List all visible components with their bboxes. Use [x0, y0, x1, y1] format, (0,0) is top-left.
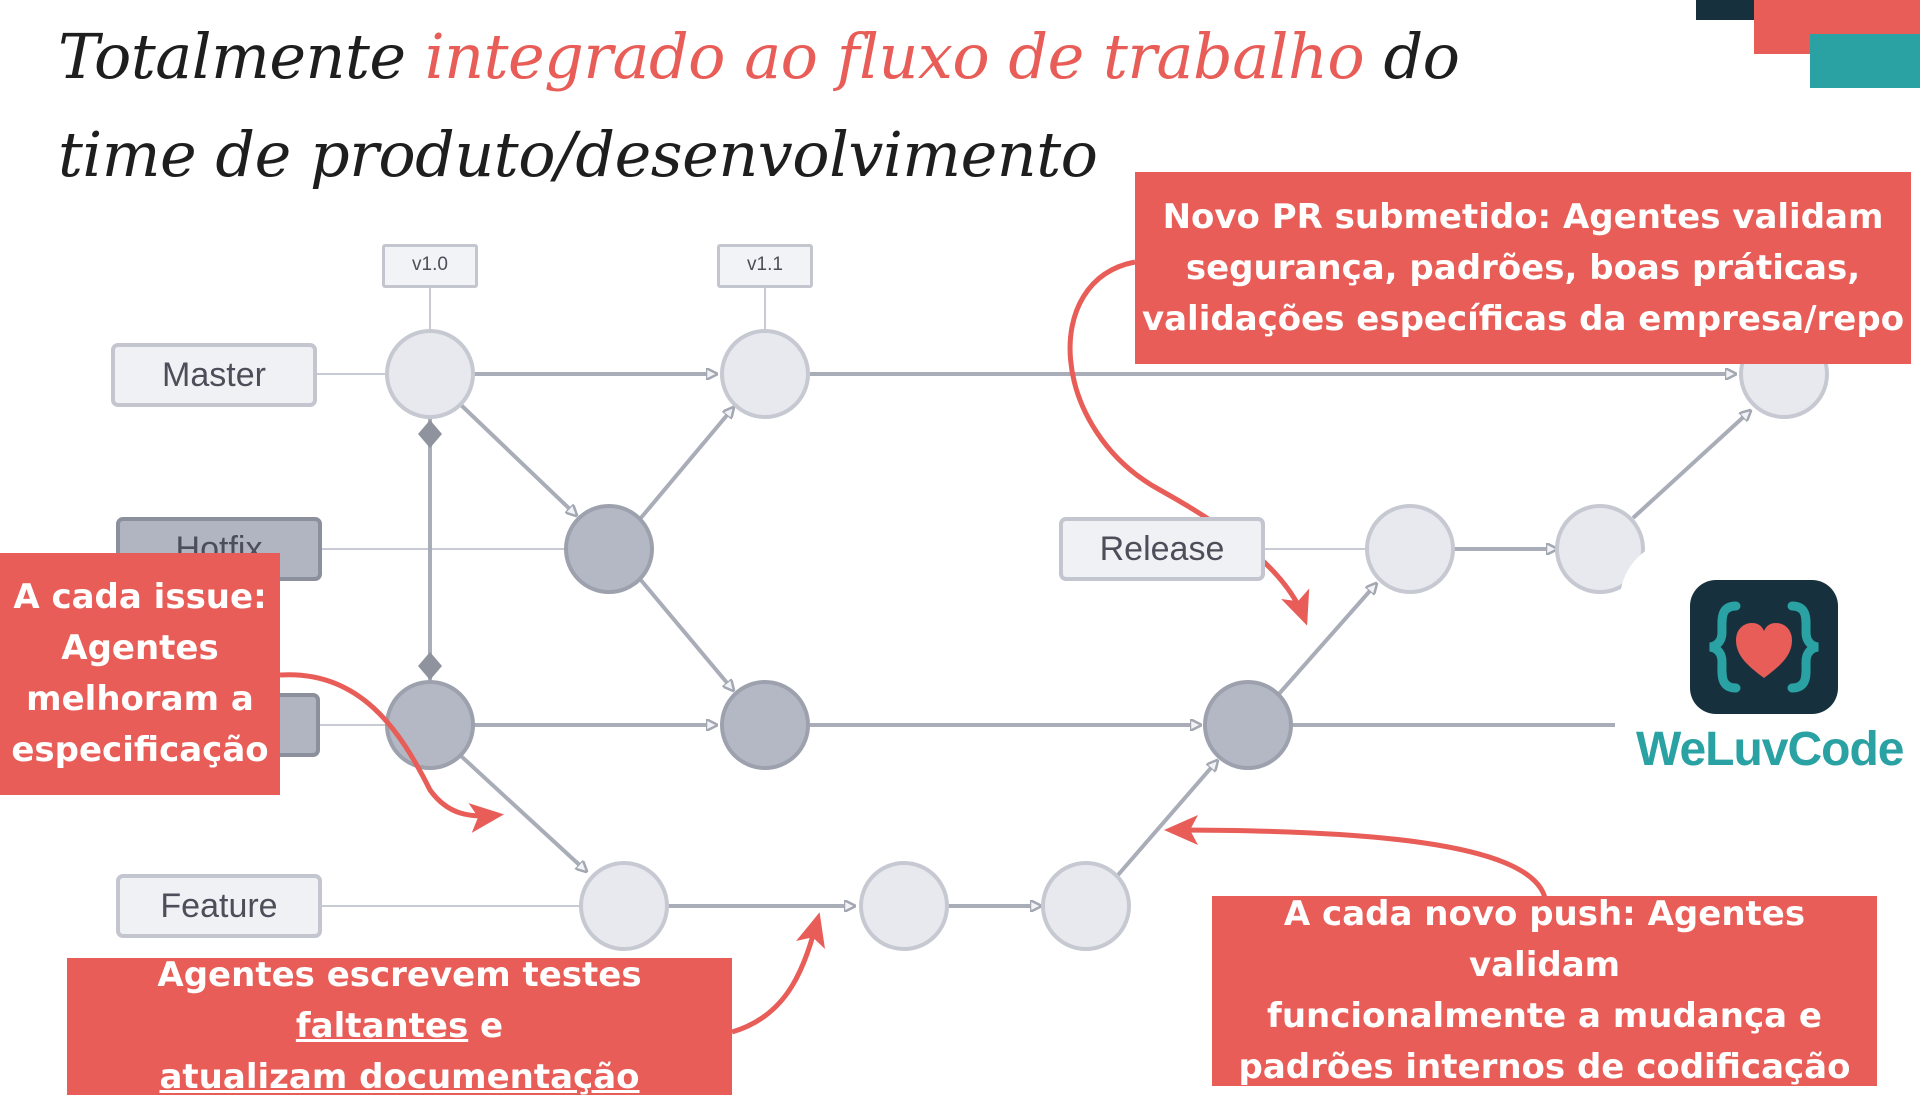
- callout-push: A cada novo push: Agentes validam funcio…: [1212, 894, 1877, 1087]
- node-hotfix: [564, 504, 654, 594]
- issue-callout-arrow: [279, 672, 504, 833]
- corner-decoration-teal: [1810, 34, 1920, 88]
- branch-label-feature: Feature: [116, 874, 322, 938]
- node-develop-3: [1203, 680, 1293, 770]
- callout-issue-line: Agentes: [61, 628, 219, 668]
- title-part: Totalmente: [58, 20, 425, 93]
- diamond-bottom: [418, 652, 442, 680]
- tag-v11: v1.1: [717, 244, 813, 288]
- title-line-2: time de produto/desenvolvimento: [58, 118, 1098, 191]
- branch-label-master: Master: [111, 343, 317, 407]
- node-release-2: [1555, 504, 1645, 594]
- arrow-develop-feature: [459, 754, 586, 871]
- callout-issue-line: melhoram a: [26, 679, 254, 719]
- callout-tests-underlined: faltantes: [295, 1006, 469, 1046]
- node-develop-2: [720, 680, 810, 770]
- callout-tests-line-1: Agentes escrevem testes faltantes e: [67, 950, 732, 1052]
- arrow-master-hotfix: [459, 403, 576, 515]
- branch-label-release: Release: [1059, 517, 1265, 581]
- arrow-develop-release: [1276, 584, 1376, 697]
- node-feature-2: [859, 861, 949, 951]
- node-feature-1: [579, 861, 669, 951]
- arrow-hotfix-develop: [638, 577, 733, 690]
- callout-push-line: A cada novo push: Agentes validam: [1283, 894, 1806, 985]
- title-line-1: Totalmente integrado ao fluxo de trabalh…: [58, 20, 1460, 93]
- weluvcode-logo: [1690, 580, 1838, 714]
- tests-callout-arrow: [731, 912, 825, 1035]
- callout-pr-line: validações específicas da empresa/repo: [1141, 298, 1905, 339]
- arrow-hotfix-master: [638, 408, 733, 521]
- node-develop-1: [385, 680, 475, 770]
- logo-wordmark: WeLuvCode: [1636, 723, 1904, 776]
- node-master-v10: [385, 329, 475, 419]
- callout-tests-line-2: atualizam documentação: [159, 1057, 640, 1097]
- arrow-feature-develop: [1116, 761, 1217, 877]
- node-master-v11: [720, 329, 810, 419]
- tag-v10: v1.0: [382, 244, 478, 288]
- callout-tests: Agentes escrevem testes faltantes e atua…: [67, 955, 732, 1097]
- callout-tests-text: e: [468, 1006, 504, 1046]
- node-release-1: [1365, 504, 1455, 594]
- callout-push-line: funcionalmente a mudança e: [1267, 996, 1822, 1036]
- node-feature-3: [1041, 861, 1131, 951]
- callout-pr: Novo PR submetido: Agentes validam segur…: [1135, 172, 1911, 364]
- pr-callout-arrow: [1067, 259, 1310, 626]
- title-part: do: [1364, 20, 1460, 93]
- callout-pr-line: Novo PR submetido: Agentes validam: [1162, 196, 1884, 237]
- heart-braces-icon: [1709, 601, 1819, 693]
- callout-tests-text: Agentes escrevem testes: [157, 955, 642, 995]
- callout-issue-line: A cada issue:: [13, 577, 267, 617]
- callout-pr-line: segurança, padrões, boas práticas,: [1185, 247, 1861, 288]
- callout-issue: A cada issue: Agentes melhoram a especif…: [0, 553, 280, 795]
- push-callout-arrow: [1164, 815, 1548, 899]
- title-highlight: integrado ao fluxo de trabalho: [424, 20, 1365, 93]
- callout-push-line: padrões internos de codificação: [1238, 1047, 1851, 1087]
- arrow-release-master: [1631, 411, 1750, 520]
- callout-issue-line: especificação: [11, 730, 269, 770]
- diamond-top: [418, 420, 442, 448]
